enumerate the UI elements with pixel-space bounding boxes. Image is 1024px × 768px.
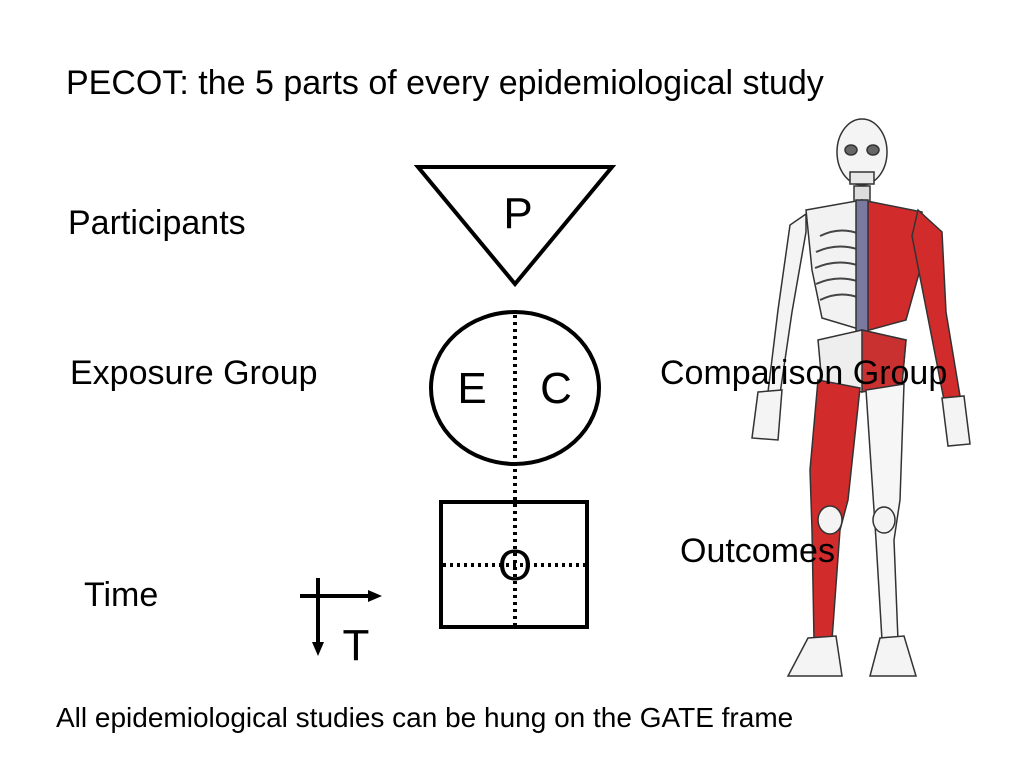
label-time: Time bbox=[84, 576, 159, 614]
label-outcomes: Outcomes bbox=[680, 532, 835, 570]
label-comparison-group: Comparison Group bbox=[660, 354, 948, 392]
label-participants: Participants bbox=[68, 204, 246, 242]
footer-caption: All epidemiological studies can be hung … bbox=[56, 702, 794, 733]
time-axis-letter-t: T bbox=[343, 621, 370, 670]
triangle-letter-p: P bbox=[503, 189, 532, 238]
participants-triangle bbox=[413, 165, 617, 288]
page-title: PECOT: the 5 parts of every epidemiologi… bbox=[66, 64, 824, 102]
time-axis-icon bbox=[300, 578, 382, 656]
square-letter-o: O bbox=[498, 541, 532, 590]
skull-icon bbox=[836, 118, 888, 186]
outcomes-square bbox=[439, 500, 589, 629]
label-exposure-group: Exposure Group bbox=[70, 354, 318, 392]
oval-letter-c: C bbox=[540, 364, 572, 413]
oval-letter-e: E bbox=[457, 364, 486, 413]
